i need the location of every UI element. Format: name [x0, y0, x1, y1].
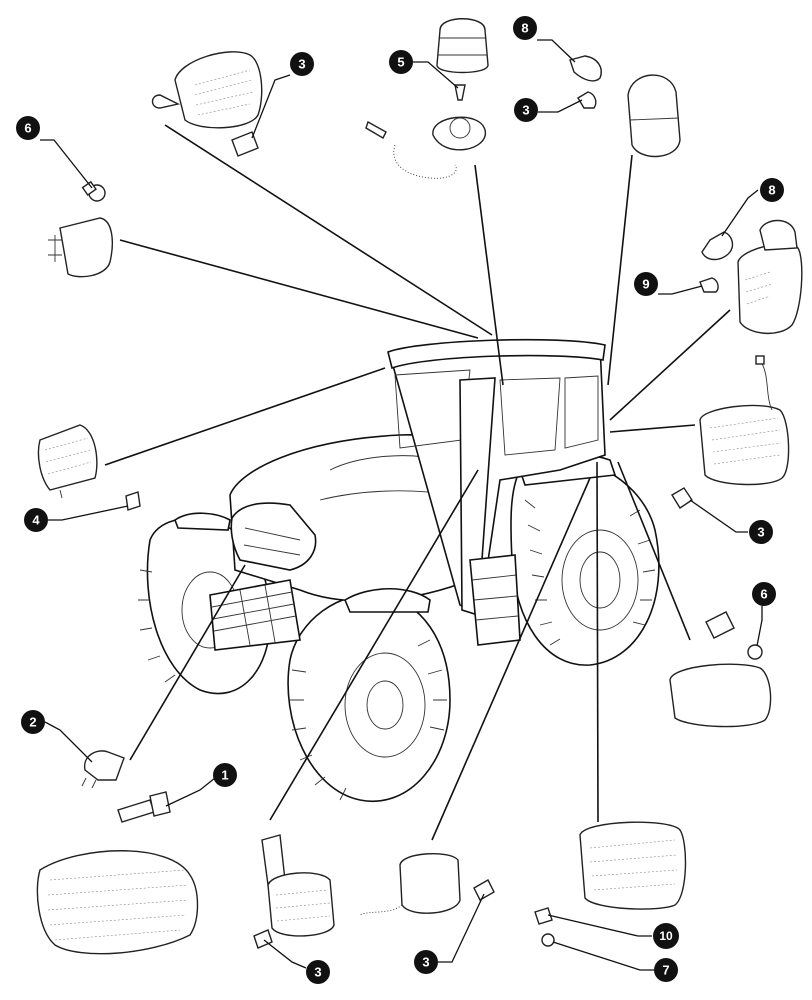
- leader-indicator: [431, 477, 591, 841]
- leader-roof-front-lamp: [104, 367, 386, 466]
- front-fender-left: [174, 512, 231, 531]
- bulb-3-bottom-middle: [473, 879, 495, 901]
- leader-c6b: [756, 606, 763, 647]
- leader-c5: [413, 61, 459, 89]
- callout-8-right: 8: [760, 178, 784, 202]
- leader-beacon: [474, 164, 504, 386]
- bulb-4: [125, 491, 141, 511]
- leader-c8a: [537, 39, 576, 63]
- callout-4: 4: [24, 508, 48, 532]
- bulb-6-right: [705, 611, 763, 660]
- callout-3-bottom-middle: 3: [414, 950, 438, 974]
- hood: [229, 434, 471, 602]
- callout-8-label: 8: [521, 21, 528, 36]
- fender-work-lamp: [261, 834, 335, 937]
- callout-1: 1: [213, 763, 237, 787]
- indicator-lamp: [359, 852, 461, 916]
- callout-4-label: 4: [32, 513, 40, 528]
- leader-c3b: [538, 99, 583, 113]
- bulb-3-right: [671, 487, 693, 509]
- bulb-7: [541, 933, 555, 947]
- cab-front-lamp-left: [48, 217, 113, 278]
- bulb-10: [534, 907, 553, 925]
- leader-headlight-bulb: [129, 564, 246, 761]
- callout-6-right: 6: [752, 582, 776, 606]
- callout-3-top-middle: 3: [514, 98, 538, 122]
- callout-5-label: 5: [397, 55, 404, 70]
- callout-1-label: 1: [221, 768, 228, 783]
- callout-5: 5: [389, 50, 413, 74]
- rear-work-lamp-right: [699, 355, 790, 486]
- bulb-top-left: [231, 131, 259, 157]
- roof-front-lamp-left: [37, 424, 98, 499]
- callout-10: 10: [653, 923, 679, 949]
- side-marker-lamp: [737, 219, 803, 335]
- leader-fender-lamp: [269, 469, 479, 821]
- callout-leaders: [40, 39, 763, 971]
- callout-8-label: 8: [768, 183, 775, 198]
- callout-6-label: 6: [760, 587, 767, 602]
- leader-c8b: [721, 189, 759, 237]
- leader-c7: [552, 941, 654, 971]
- bulb-8-top: [569, 55, 602, 82]
- leader-c6a: [40, 139, 93, 189]
- callout-7-label: 7: [662, 963, 669, 978]
- leader-rear-tail: [596, 461, 599, 823]
- callout-3-right: 3: [749, 520, 773, 544]
- leader-lines: [104, 124, 731, 841]
- bulb-9: [699, 277, 719, 293]
- cab-steps: [469, 554, 521, 646]
- leader-c3d: [263, 939, 307, 969]
- leader-c3c: [689, 499, 748, 533]
- leader-number-plate: [617, 461, 691, 641]
- rotating-beacon: [365, 18, 489, 179]
- leader-c4: [48, 505, 129, 521]
- callout-9-label: 9: [642, 277, 649, 292]
- headlight-bulb-h4: [81, 750, 125, 789]
- leader-c2: [44, 721, 93, 763]
- callout-3-top-left: 3: [290, 52, 314, 76]
- callout-3-label: 3: [522, 103, 529, 118]
- bulb-3-top-middle: [577, 91, 597, 109]
- callout-3-label: 3: [314, 965, 321, 980]
- callout-3-label: 3: [298, 57, 305, 72]
- leader-c1: [165, 777, 216, 807]
- bulb-8-right: [701, 231, 734, 261]
- leader-rear-cab-lamp: [607, 154, 633, 386]
- bulb-6-top-left: [81, 180, 106, 202]
- front-fender-right: [343, 587, 431, 613]
- front-weights: [209, 579, 301, 651]
- bulb-3-bottom-left: [253, 929, 273, 949]
- headlight-cluster: [36, 850, 199, 955]
- front-wheel: [287, 593, 451, 803]
- leader-c9: [658, 285, 703, 295]
- tractor-illustration: [138, 338, 660, 803]
- number-plate-lamp: [669, 663, 772, 728]
- callout-2: 2: [21, 710, 45, 734]
- leader-c3a: [251, 74, 291, 139]
- leader-cab-front-lamp: [119, 239, 479, 339]
- callout-8-top: 8: [513, 16, 537, 40]
- work-lamp-top-left: [151, 51, 263, 129]
- callout-6-label: 6: [24, 121, 31, 136]
- bulb-1: [117, 791, 171, 823]
- callout-3-label: 3: [422, 955, 429, 970]
- callout-9: 9: [634, 272, 658, 296]
- leader-c3e: [438, 893, 485, 963]
- callout-7: 7: [654, 958, 678, 982]
- rear-cab-lamp-oval: [627, 74, 681, 158]
- callout-6-top-left: 6: [16, 116, 40, 140]
- callout-3-bottom-left: 3: [306, 960, 330, 984]
- cab: [387, 338, 606, 617]
- callout-3-label: 3: [757, 525, 764, 540]
- rear-tail-lamp: [579, 821, 687, 910]
- leader-rear-work-lamp: [609, 424, 696, 433]
- callout-2-label: 2: [29, 715, 36, 730]
- leader-side-lamp: [609, 309, 731, 421]
- callout-10-label: 10: [659, 929, 673, 943]
- leader-c10: [547, 914, 652, 937]
- leader-work-lamp-top: [164, 124, 493, 336]
